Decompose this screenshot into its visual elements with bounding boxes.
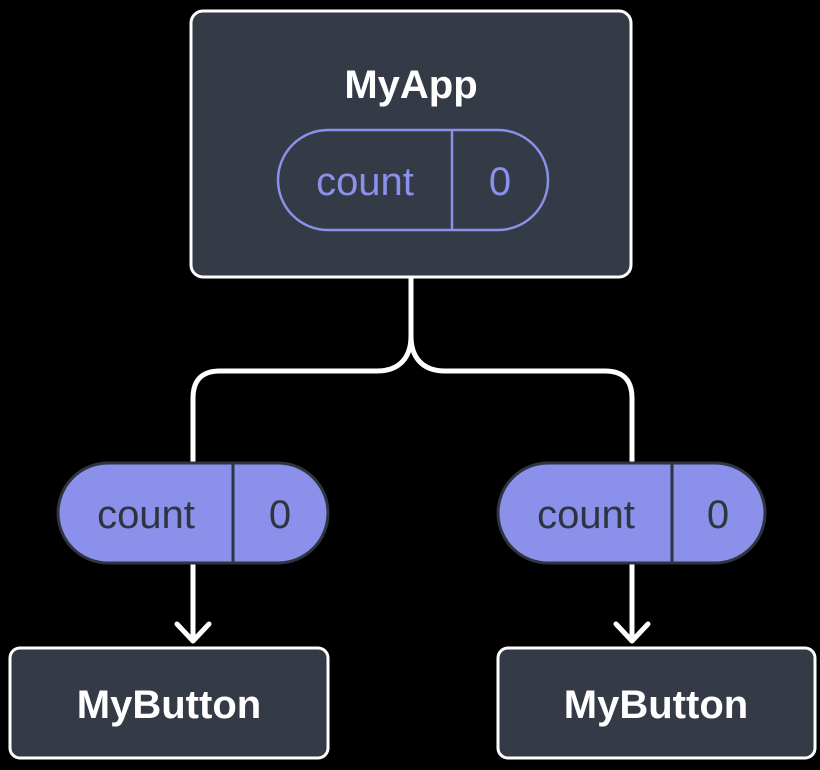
- myapp-box: [189, 9, 633, 279]
- arrow-down-left-icon: [174, 621, 212, 644]
- root-component-node: MyApp count 0: [189, 9, 633, 279]
- myapp-label: MyApp: [344, 63, 477, 107]
- right-prop-pill: count 0: [496, 461, 767, 565]
- connector-branch-right: [408, 277, 635, 640]
- prop-pill-shape: [56, 461, 330, 565]
- prop-name: count: [537, 493, 635, 537]
- mybutton-box: [496, 646, 817, 760]
- prop-value: 0: [707, 493, 729, 537]
- state-pill-outline: [276, 128, 550, 232]
- state-name: count: [316, 160, 414, 204]
- mybutton-label: MyButton: [564, 683, 748, 727]
- right-child-component-node: MyButton: [496, 646, 817, 760]
- left-prop-pill: count 0: [56, 461, 330, 565]
- mybutton-box: [8, 646, 330, 760]
- left-child-component-node: MyButton: [8, 646, 330, 760]
- arrow-down-right-icon: [613, 621, 651, 644]
- prop-value: 0: [269, 493, 291, 537]
- root-state-pill: count 0: [276, 128, 550, 232]
- connector-branch-left: [190, 277, 414, 640]
- mybutton-label: MyButton: [77, 683, 261, 727]
- state-value: 0: [489, 160, 511, 204]
- prop-pill-shape: [496, 461, 767, 565]
- prop-name: count: [97, 493, 195, 537]
